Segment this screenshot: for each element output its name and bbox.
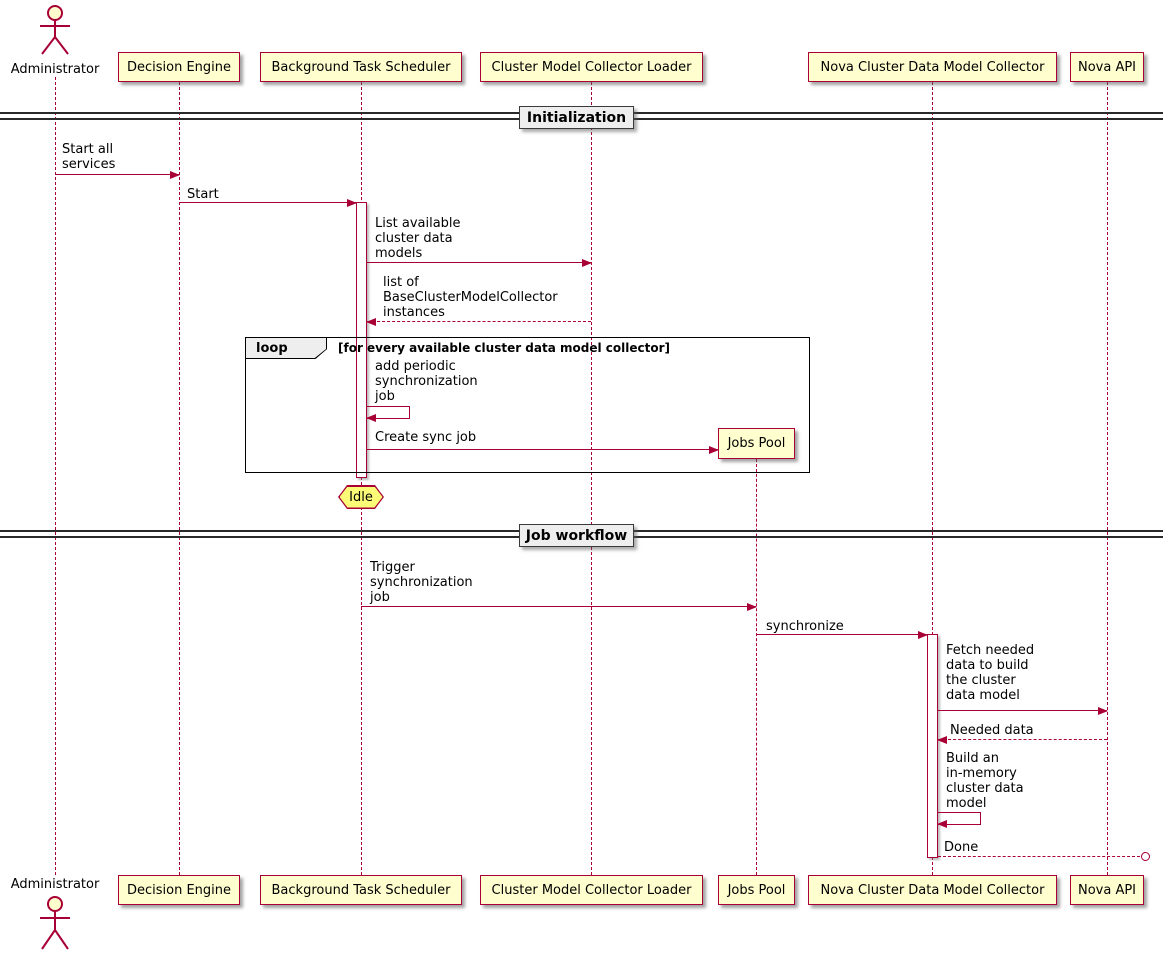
lifeline-cluster-model-collector-loader [591,82,592,875]
participant-jobs-pool-bottom: Jobs Pool [718,875,795,905]
participant-background-task-scheduler-bottom: Background Task Scheduler [260,875,462,905]
message-start-all-services: Start all services [62,142,116,172]
activation-background-task-scheduler [356,202,367,478]
message-synchronize: synchronize [766,619,844,634]
actor-administrator-bottom-icon [40,896,70,950]
lifeline-jobs-pool [756,459,757,875]
participant-cluster-model-collector-loader-bottom: Cluster Model Collector Loader [480,875,703,905]
self-arrow-add-periodic-job [366,406,410,422]
arrowhead [937,736,947,744]
arrow-list-available-models [367,259,592,267]
self-arrow-build-model [937,812,981,828]
participant-nova-api: Nova API [1070,52,1144,82]
lifeline-nova-api [1107,82,1108,875]
arrow-start-all-services [55,171,180,179]
loop-condition: [for every available cluster data model … [338,341,670,355]
actor-administrator-icon [40,5,70,55]
message-done: Done [944,840,979,855]
divider-initialization: Initialization [519,106,634,129]
idle-note: Idle [338,485,384,509]
arrowhead [747,603,757,611]
actor-administrator-bottom-label: Administrator [10,877,100,892]
arrowhead [918,631,928,639]
arrowhead [937,820,947,828]
lifeline-nova-cluster-data-model-collector [932,82,933,875]
participant-nova-api-bottom: Nova API [1070,875,1144,905]
loop-frame: loop [for every available cluster data m… [245,337,810,473]
message-list-available-models: List available cluster data models [375,216,461,261]
loop-frame-header: loop [245,337,327,359]
message-fetch-needed-data: Fetch needed data to build the cluster d… [946,643,1035,703]
message-build-model: Build an in-memory cluster data model [946,751,1024,811]
lifeline-decision-engine [179,82,180,875]
participant-nova-cluster-data-model-collector-bottom: Nova Cluster Data Model Collector [808,875,1057,905]
message-trigger-sync-job: Trigger synchronization job [370,560,473,605]
arrow-done [938,856,1140,857]
arrowhead [170,171,180,179]
lifeline-administrator [55,77,56,875]
arrowhead [366,414,376,422]
arrowhead [1098,707,1108,715]
arrowhead [709,446,719,454]
participant-nova-cluster-data-model-collector: Nova Cluster Data Model Collector [808,52,1057,82]
activation-nova-cluster-data-model-collector [927,634,938,858]
arrow-needed-data [937,736,1107,744]
message-start: Start [187,187,219,202]
loop-keyword: loop [246,338,326,358]
arrow-list-of-instances [366,318,591,326]
done-endpoint-circle [1141,852,1150,861]
message-add-periodic-job: add periodic synchronization job [375,359,478,404]
arrowhead [347,199,357,207]
arrow-synchronize [756,631,928,639]
idle-note-label: Idle [340,487,383,508]
arrow-trigger-sync-job [361,603,757,611]
message-needed-data: Needed data [950,723,1034,738]
participant-jobs-pool-created: Jobs Pool [718,428,795,459]
arrow-create-sync-job [367,446,719,454]
participant-decision-engine-bottom: Decision Engine [118,875,240,905]
arrowhead [582,259,592,267]
actor-administrator-label: Administrator [10,62,100,77]
arrow-fetch-needed-data [938,707,1108,715]
participant-cluster-model-collector-loader: Cluster Model Collector Loader [480,52,703,82]
participant-decision-engine: Decision Engine [118,52,240,82]
arrow-start [179,199,357,207]
arrowhead [366,318,376,326]
participant-background-task-scheduler: Background Task Scheduler [260,52,462,82]
message-create-sync-job: Create sync job [375,430,477,445]
lifeline-background-task-scheduler [361,82,362,875]
message-list-of-instances: list of BaseClusterModelCollector instan… [383,275,558,320]
divider-job-workflow: Job workflow [519,524,634,547]
